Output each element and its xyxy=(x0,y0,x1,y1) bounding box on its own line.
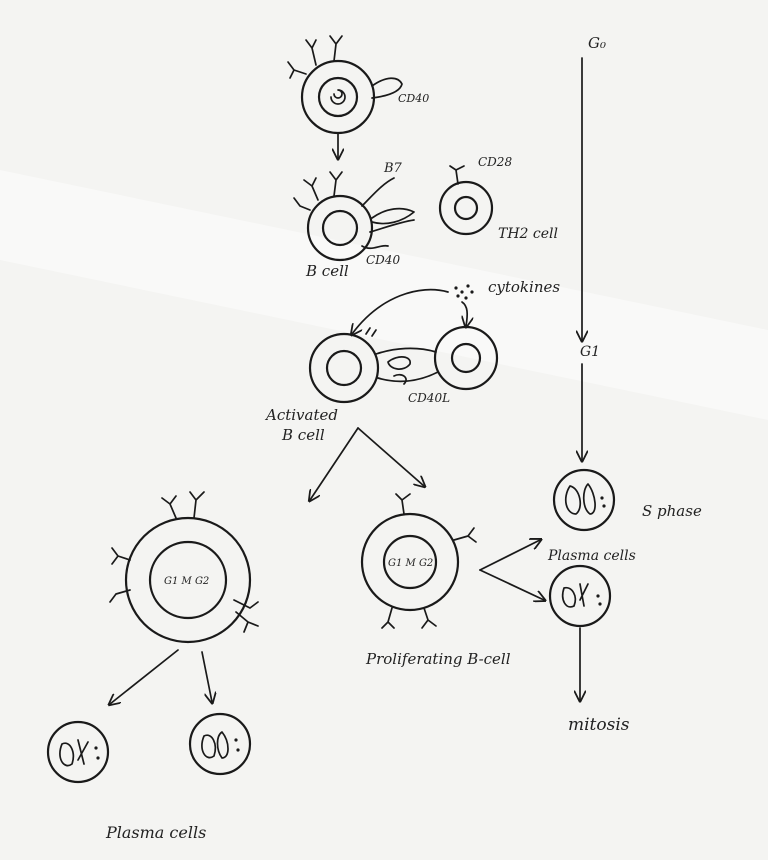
label-cytokines: cytokines xyxy=(488,278,560,296)
label-mitosis: mitosis xyxy=(568,715,630,735)
arrow-left-to-plasma-1 xyxy=(110,649,179,704)
label-b-cell-2: B cell xyxy=(281,426,325,444)
left-large-cell xyxy=(109,491,259,644)
label-cd40-mid: CD40 xyxy=(366,253,400,267)
label-g1: G1 xyxy=(580,344,600,360)
label-b7: B7 xyxy=(383,161,403,176)
arrow-left-to-plasma-2 xyxy=(201,651,212,702)
arrow-to-proliferating xyxy=(357,427,424,486)
label-cd40-top: CD40 xyxy=(398,92,429,105)
label-cd40l: CD40L xyxy=(408,391,450,405)
arrow-prolif-down xyxy=(479,569,544,600)
label-plasma-cells-bottom: Plasma cells xyxy=(105,823,206,842)
paper-shadow xyxy=(0,170,768,420)
label-plasma-cells-right: Plasma cells xyxy=(547,548,636,564)
s-phase-cell xyxy=(552,468,616,532)
label-nucleus-mid: G1 M G2 xyxy=(388,558,433,569)
label-activated: Activated xyxy=(264,406,338,424)
label-nucleus-left: G1 M G2 xyxy=(164,576,209,587)
right-plasma-cell xyxy=(548,564,612,628)
b-cell-th2-binding xyxy=(293,165,494,262)
label-th2-cell: TH2 cell xyxy=(498,226,558,242)
bottom-plasma-cell-1 xyxy=(46,720,110,784)
proliferating-b-cell xyxy=(360,493,477,629)
label-proliferating-b-cell: Proliferating B-cell xyxy=(365,650,511,668)
resting-b-cell xyxy=(287,35,403,135)
arrow-to-left-cell xyxy=(310,427,359,500)
label-g0: G₀ xyxy=(588,34,606,52)
bottom-plasma-cell-2 xyxy=(188,712,252,776)
arrow-prolif-up xyxy=(479,540,540,571)
activated-b-cell-complex xyxy=(308,284,499,404)
label-s-phase: S phase xyxy=(642,502,702,520)
label-b-cell: B cell xyxy=(305,262,349,280)
label-cd28: CD28 xyxy=(478,155,512,169)
